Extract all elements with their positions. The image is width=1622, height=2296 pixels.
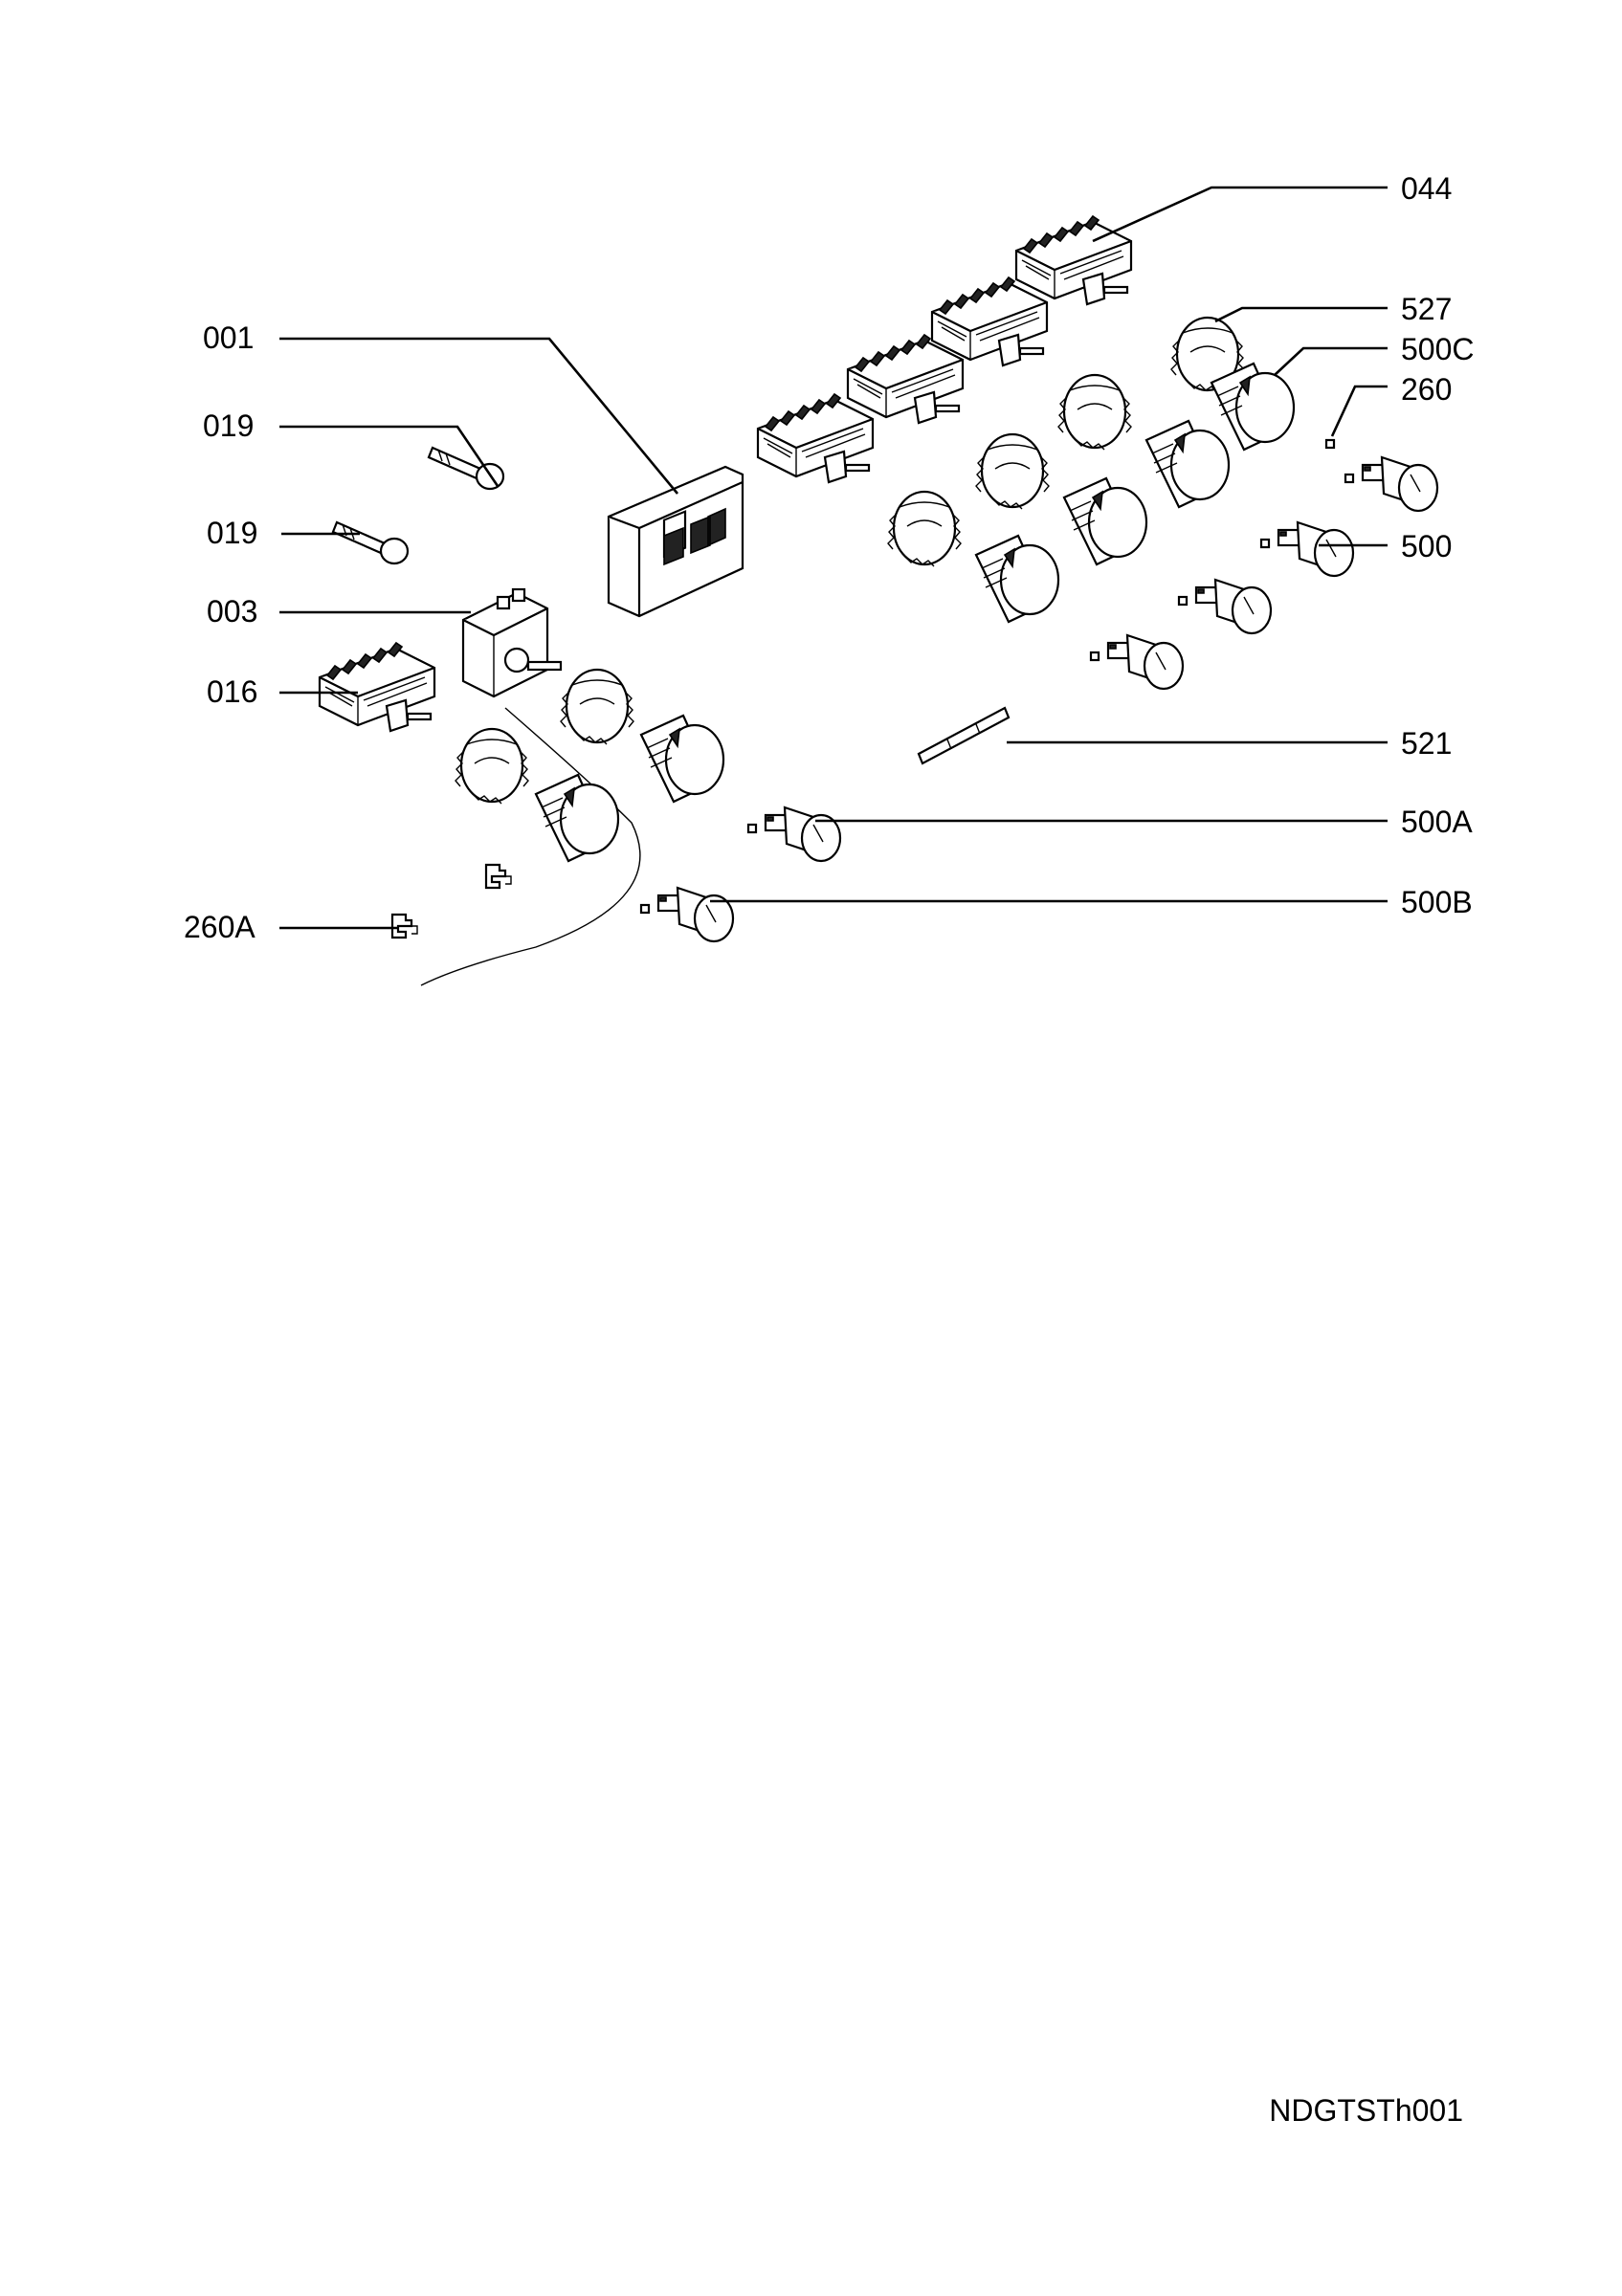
part-016-switch	[318, 641, 436, 733]
leader-lines	[279, 186, 1388, 930]
label-001: 001	[203, 320, 254, 355]
drawing-code: NDGTSTh001	[1269, 2093, 1463, 2128]
label-016: 016	[207, 674, 257, 709]
label-019: 019	[207, 516, 257, 550]
part-260A-clip	[390, 913, 419, 939]
part-260-clip	[1324, 438, 1336, 450]
label-500A: 500A	[1401, 805, 1473, 839]
label-003: 003	[207, 594, 257, 629]
part-260A-clip	[484, 863, 513, 890]
label-019: 019	[203, 408, 254, 443]
part-switch	[756, 392, 875, 484]
part-001-timer-display	[607, 465, 744, 618]
label-260: 260	[1401, 372, 1452, 407]
label-521: 521	[1401, 726, 1452, 761]
label-500: 500	[1401, 529, 1452, 563]
label-260A: 260A	[184, 910, 256, 944]
part-044-switch	[1014, 214, 1133, 306]
label-527: 527	[1401, 292, 1452, 326]
part-003-thermostat	[420, 587, 641, 986]
part-019-indicator-lamp	[427, 446, 505, 491]
part-521-strip	[917, 706, 1011, 765]
label-500B: 500B	[1401, 885, 1473, 919]
part-019-indicator-lamp	[331, 520, 410, 565]
label-044: 044	[1401, 171, 1452, 206]
label-500C: 500C	[1401, 332, 1475, 366]
